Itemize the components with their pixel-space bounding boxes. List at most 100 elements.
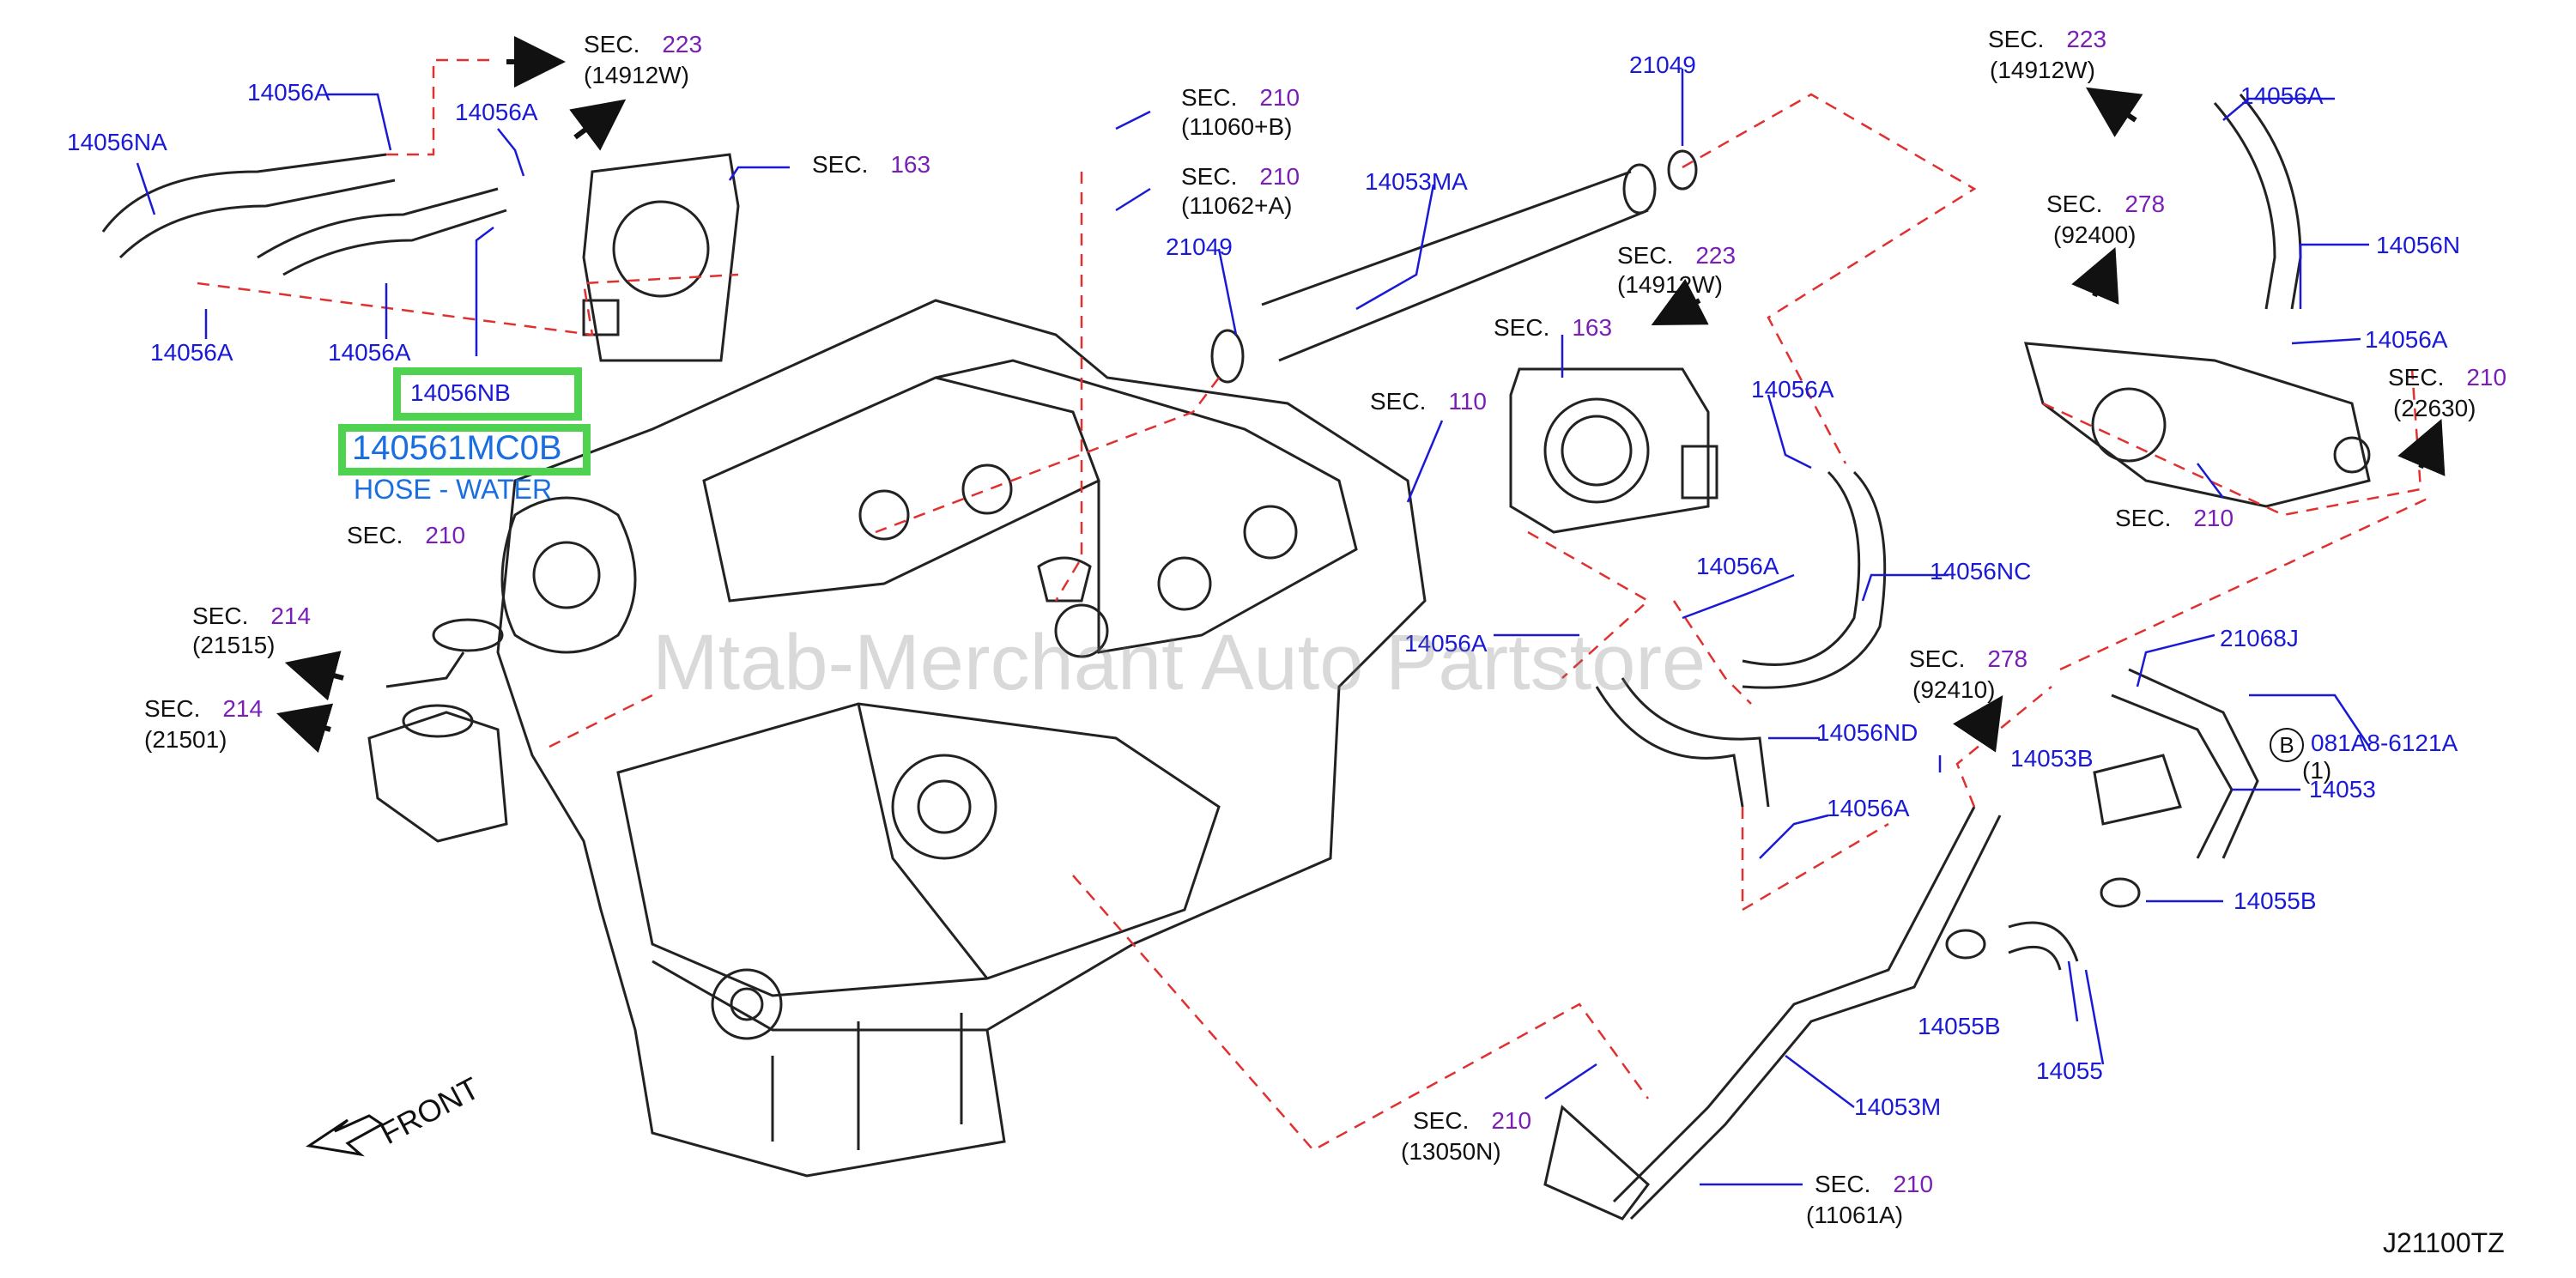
- highlight-box-small[interactable]: [393, 367, 582, 421]
- part-label-14056A[interactable]: 14056A: [247, 79, 330, 106]
- part-label-14053M[interactable]: 14053M: [1854, 1093, 1942, 1120]
- section-ref-code: (14912W): [584, 62, 689, 88]
- section-word: SEC.: [1494, 314, 1550, 341]
- part-label-081A8-6121A[interactable]: 081A8-6121A: [2311, 730, 2458, 756]
- section-ref[interactable]: SEC. 210: [1413, 1107, 1531, 1135]
- section-ref-code: (21501): [144, 726, 227, 753]
- part-label-14056A[interactable]: 14056A: [455, 99, 538, 125]
- part-label-14053MA[interactable]: 14053MA: [1365, 168, 1468, 195]
- hose-14056NC: [1742, 470, 1887, 689]
- part-label-14056N[interactable]: 14056N: [2376, 232, 2461, 258]
- section-ref[interactable]: SEC.214: [192, 603, 311, 630]
- section-word: SEC.: [144, 695, 201, 722]
- pipe-14053M: [1543, 806, 2002, 1220]
- b-marker-icon: B: [2270, 728, 2304, 762]
- dashed-reference-lines: [197, 58, 2430, 1152]
- section-ref[interactable]: SEC. 163: [812, 151, 930, 179]
- section-number: 210: [1259, 163, 1300, 190]
- section-ref[interactable]: SEC. 210: [2115, 505, 2234, 532]
- section-word: SEC.: [2388, 364, 2445, 391]
- part-label-14056A[interactable]: 14056A: [1696, 553, 1779, 579]
- section-word: SEC.: [812, 151, 869, 178]
- highlight-box-main[interactable]: [338, 424, 591, 475]
- pipe-14053: [2093, 668, 2259, 859]
- section-ref-code: (92400): [2053, 221, 2137, 248]
- highlighted-part-name: HOSE - WATER: [354, 474, 553, 505]
- section-word: SEC.: [347, 522, 403, 548]
- section-number: 278: [2124, 191, 2166, 217]
- hoses-top-left: [101, 153, 507, 276]
- highlighted-part-number[interactable]: 140561MC0B: [352, 429, 562, 467]
- section-number: 210: [1259, 84, 1300, 111]
- part-label-14056A[interactable]: 14056A: [328, 339, 411, 366]
- section-number: 210: [1491, 1107, 1532, 1134]
- section-number: 223: [662, 31, 703, 58]
- part-label-14056NC[interactable]: 14056NC: [1930, 558, 2032, 584]
- section-number: 110: [1448, 388, 1487, 415]
- section-ref[interactable]: SEC. 110: [1370, 388, 1487, 415]
- section-number: 210: [1893, 1171, 1934, 1197]
- part-label-14056A[interactable]: 14056A: [150, 339, 233, 366]
- pipe-14053MA: [1210, 149, 1698, 384]
- section-number: 278: [1987, 645, 2028, 672]
- part-label-14056A[interactable]: 14056A: [2240, 82, 2324, 109]
- throttle-body-mid: [1509, 367, 1718, 534]
- section-word: SEC.: [1413, 1107, 1470, 1134]
- flow-arrows: [276, 36, 2446, 754]
- section-word: SEC.: [2115, 505, 2172, 531]
- part-label-21049[interactable]: 21049: [1629, 51, 1696, 78]
- section-number: 223: [1695, 242, 1737, 269]
- part-label-14056A[interactable]: 14056A: [1751, 376, 1834, 403]
- section-word: SEC.: [1181, 163, 1238, 190]
- section-ref[interactable]: SEC. 210: [2388, 364, 2506, 391]
- part-label-14055B[interactable]: 14055B: [2234, 887, 2317, 914]
- section-word: SEC.: [1909, 645, 1966, 672]
- section-ref[interactable]: SEC.223: [584, 31, 702, 58]
- part-quantity: (1): [2302, 757, 2332, 784]
- section-number: 210: [2193, 505, 2234, 531]
- diagram-id: J21100TZ: [2383, 1227, 2505, 1258]
- throttle-body-top: [582, 153, 740, 362]
- section-ref[interactable]: SEC. 210: [1181, 163, 1300, 191]
- section-word: SEC.: [1181, 84, 1238, 111]
- section-ref[interactable]: SEC. 223: [1988, 26, 2106, 53]
- section-ref[interactable]: SEC.214: [144, 695, 263, 723]
- section-word: SEC.: [1617, 242, 1674, 269]
- section-ref-code: (13050N): [1401, 1138, 1501, 1165]
- section-number: 210: [2466, 364, 2507, 391]
- section-ref[interactable]: SEC. 210: [1181, 84, 1300, 112]
- part-label-14056A[interactable]: 14056A: [1404, 630, 1488, 657]
- part-label-21068J[interactable]: 21068J: [2220, 625, 2299, 651]
- section-ref[interactable]: SEC. 223: [1617, 242, 1736, 270]
- part-label-14055B[interactable]: 14055B: [1918, 1013, 2001, 1039]
- part-label-14053B[interactable]: 14053B: [2010, 745, 2094, 772]
- water-outlet-right: [2023, 94, 2371, 508]
- section-ref-code: (21515): [192, 632, 276, 658]
- highlighted-part-label[interactable]: 14056NB: [410, 379, 511, 406]
- section-word: SEC.: [192, 603, 249, 629]
- section-ref[interactable]: SEC.163: [1494, 314, 1612, 342]
- section-number: 163: [890, 151, 931, 178]
- part-label-14056NA[interactable]: 14056NA: [67, 129, 167, 155]
- part-label-14053[interactable]: 14053: [2309, 776, 2376, 803]
- water-inlet-left: [367, 618, 508, 843]
- part-label-14056ND[interactable]: 14056ND: [1816, 719, 1918, 746]
- section-ref-code: (92410): [1912, 676, 1996, 703]
- section-ref-code: (11061A): [1806, 1202, 1904, 1228]
- section-ref-code: (22630): [2393, 395, 2476, 421]
- part-label-14056A[interactable]: 14056A: [1827, 795, 1910, 821]
- section-ref[interactable]: SEC. 278: [1909, 645, 2027, 673]
- section-number: 223: [2066, 26, 2107, 52]
- section-word: SEC.: [1370, 388, 1427, 415]
- section-word: SEC.: [1988, 26, 2045, 52]
- part-label-14056A[interactable]: 14056A: [2365, 326, 2448, 353]
- section-ref[interactable]: SEC.278: [2046, 191, 2165, 218]
- section-ref[interactable]: SEC. 210: [1815, 1171, 1933, 1198]
- section-word: SEC.: [1815, 1171, 1871, 1197]
- part-label-14055[interactable]: 14055: [2036, 1057, 2103, 1084]
- section-ref[interactable]: SEC.210: [347, 522, 465, 549]
- leader-lines: [136, 69, 2371, 1186]
- part-label-21049[interactable]: 21049: [1166, 233, 1233, 260]
